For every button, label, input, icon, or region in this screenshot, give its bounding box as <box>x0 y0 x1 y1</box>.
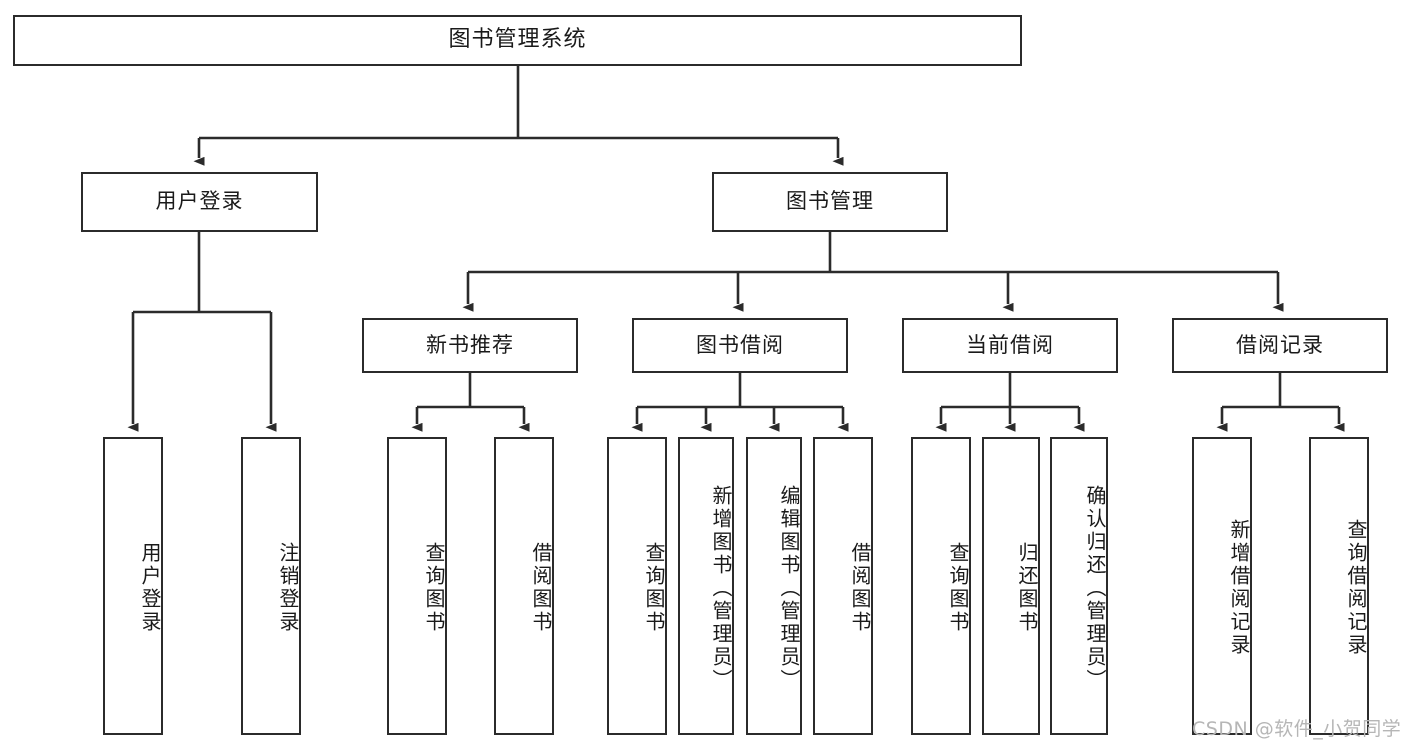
node-user-login[interactable]: 用户登录 <box>81 172 318 232</box>
node-label: 确认归还（管理员） <box>1083 484 1107 692</box>
leaf-query-book-borrow[interactable]: 查询图书 <box>607 437 667 735</box>
node-label: 图书管理系统 <box>448 27 587 53</box>
leaf-user-login[interactable]: 用户登录 <box>103 437 163 735</box>
node-label: 新增图书（管理员） <box>709 484 733 692</box>
leaf-query-borrow-record[interactable]: 查询借阅记录 <box>1309 437 1369 735</box>
node-label: 借阅记录 <box>1236 332 1324 357</box>
node-new-book-recommend[interactable]: 新书推荐 <box>362 318 578 373</box>
leaf-add-borrow-record[interactable]: 新增借阅记录 <box>1192 437 1252 735</box>
node-label: 新增借阅记录 <box>1227 519 1251 657</box>
leaf-edit-book-admin[interactable]: 编辑图书（管理员） <box>746 437 802 735</box>
node-label: 当前借阅 <box>966 332 1054 357</box>
leaf-query-book-current[interactable]: 查询图书 <box>911 437 971 735</box>
node-label: 查询借阅记录 <box>1344 519 1368 657</box>
node-label: 注销登录 <box>276 542 300 634</box>
node-label: 查询图书 <box>946 542 970 634</box>
node-label: 编辑图书（管理员） <box>777 484 801 692</box>
node-current-borrow[interactable]: 当前借阅 <box>902 318 1118 373</box>
node-book-manage[interactable]: 图书管理 <box>712 172 948 232</box>
node-root-book-management-system[interactable]: 图书管理系统 <box>13 15 1022 66</box>
node-label: 新书推荐 <box>426 332 514 357</box>
leaf-query-book-recommend[interactable]: 查询图书 <box>387 437 447 735</box>
leaf-return-book[interactable]: 归还图书 <box>982 437 1040 735</box>
node-label: 借阅图书 <box>848 542 872 634</box>
node-label: 用户登录 <box>155 189 244 214</box>
node-book-borrow[interactable]: 图书借阅 <box>632 318 848 373</box>
leaf-user-logout[interactable]: 注销登录 <box>241 437 301 735</box>
node-borrow-record[interactable]: 借阅记录 <box>1172 318 1388 373</box>
node-label: 查询图书 <box>422 542 446 634</box>
leaf-borrow-book-recommend[interactable]: 借阅图书 <box>494 437 554 735</box>
node-label: 查询图书 <box>642 542 666 634</box>
node-label: 借阅图书 <box>529 542 553 634</box>
watermark-csdn: CSDN @软件_小贺同学 <box>1192 718 1402 740</box>
leaf-add-book-admin[interactable]: 新增图书（管理员） <box>678 437 734 735</box>
node-label: 图书管理 <box>786 189 874 214</box>
leaf-borrow-book-borrow[interactable]: 借阅图书 <box>813 437 873 735</box>
node-label: 图书借阅 <box>696 332 784 357</box>
node-label: 用户登录 <box>138 542 162 634</box>
leaf-confirm-return-admin[interactable]: 确认归还（管理员） <box>1050 437 1108 735</box>
node-label: 归还图书 <box>1015 542 1039 634</box>
